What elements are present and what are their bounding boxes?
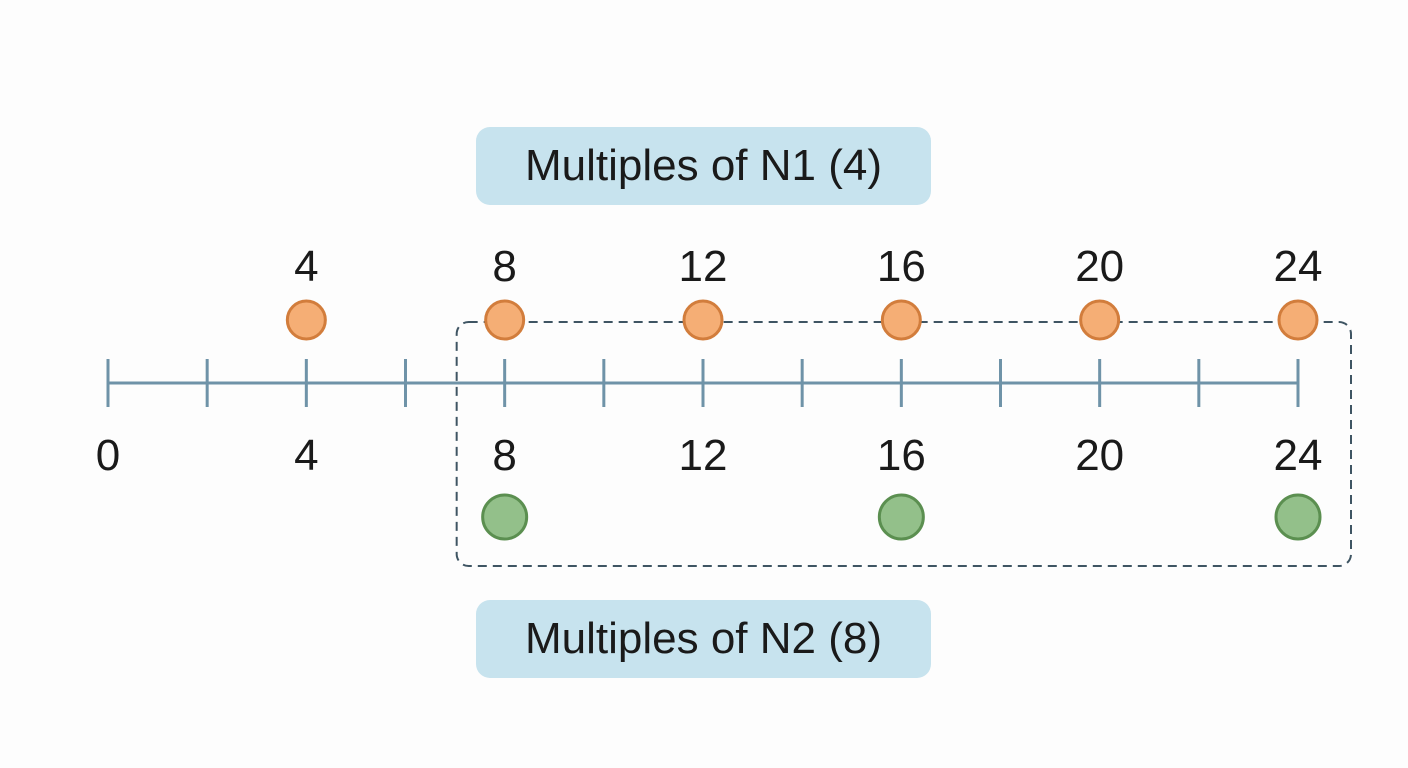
n1-multiple-dot (1277, 299, 1319, 341)
n1-multiple-dot (484, 299, 526, 341)
n1-multiple-dot (285, 299, 327, 341)
axis-tick-label: 16 (877, 431, 926, 480)
n2-title-label: Multiples of N2 (8) (476, 600, 931, 678)
n1-multiple-label: 4 (294, 242, 318, 291)
axis-tick-label: 12 (679, 431, 728, 480)
n1-multiple-dot (880, 299, 922, 341)
axis-tick-label: 0 (96, 431, 120, 480)
n1-multiple-label: 12 (679, 242, 728, 291)
n1-title-label: Multiples of N1 (4) (476, 127, 931, 205)
axis-tick-label: 8 (492, 431, 516, 480)
n1-multiple-dot (1079, 299, 1121, 341)
n1-multiple-dot (682, 299, 724, 341)
n1-multiple-label: 20 (1075, 242, 1124, 291)
n2-multiple-dot (877, 493, 925, 541)
axis-tick-label: 20 (1075, 431, 1124, 480)
axis-tick-label: 4 (294, 431, 318, 480)
n2-multiple-dot (1274, 493, 1322, 541)
n1-multiple-label: 24 (1274, 242, 1323, 291)
axis-tick-label: 24 (1274, 431, 1323, 480)
n1-multiple-label: 8 (492, 242, 516, 291)
n2-multiple-dot (481, 493, 529, 541)
n1-multiple-label: 16 (877, 242, 926, 291)
